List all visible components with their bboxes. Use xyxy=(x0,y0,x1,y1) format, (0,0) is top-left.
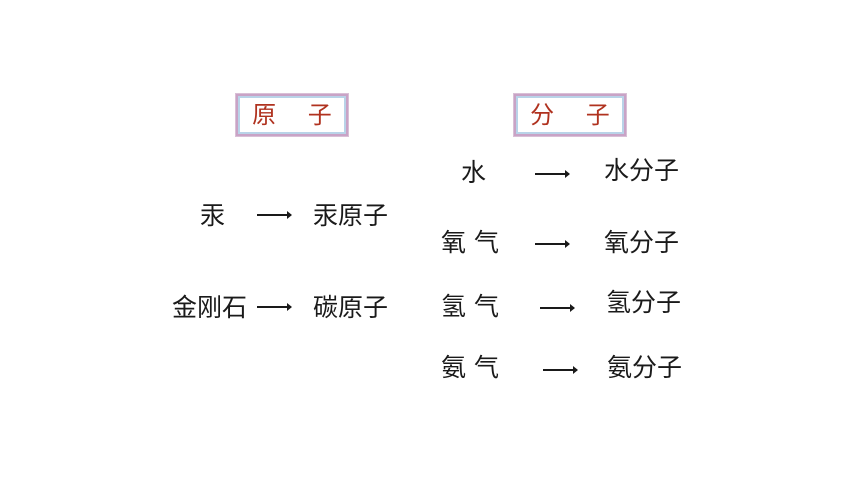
molecule-particle-oxygen: 氧分子 xyxy=(604,228,680,257)
atoms-heading-box: 原 子 xyxy=(236,94,348,136)
molecule-substance-hydrogen: 氢 气 xyxy=(441,292,499,321)
molecules-heading: 分 子 xyxy=(530,101,622,129)
atom-particle-diamond: 碳原子 xyxy=(313,293,389,322)
atom-particle-mercury: 汞原子 xyxy=(313,201,389,230)
arrow-icon xyxy=(540,304,575,312)
molecule-particle-water: 水分子 xyxy=(604,156,680,185)
atom-substance-diamond: 金刚石 xyxy=(172,293,248,322)
arrow-icon xyxy=(257,211,292,219)
atoms-heading: 原 子 xyxy=(252,101,344,129)
arrow-icon xyxy=(257,303,292,311)
molecule-substance-ammonia: 氨 气 xyxy=(441,353,499,382)
molecules-heading-box: 分 子 xyxy=(514,94,626,136)
molecule-substance-oxygen: 氧 气 xyxy=(441,228,499,257)
molecule-particle-ammonia: 氨分子 xyxy=(607,353,683,382)
molecule-substance-water: 水 xyxy=(461,158,487,187)
arrow-icon xyxy=(535,170,570,178)
molecule-particle-hydrogen: 氢分子 xyxy=(606,288,682,317)
atom-substance-mercury: 汞 xyxy=(200,201,226,230)
arrow-icon xyxy=(535,240,570,248)
arrow-icon xyxy=(543,366,578,374)
